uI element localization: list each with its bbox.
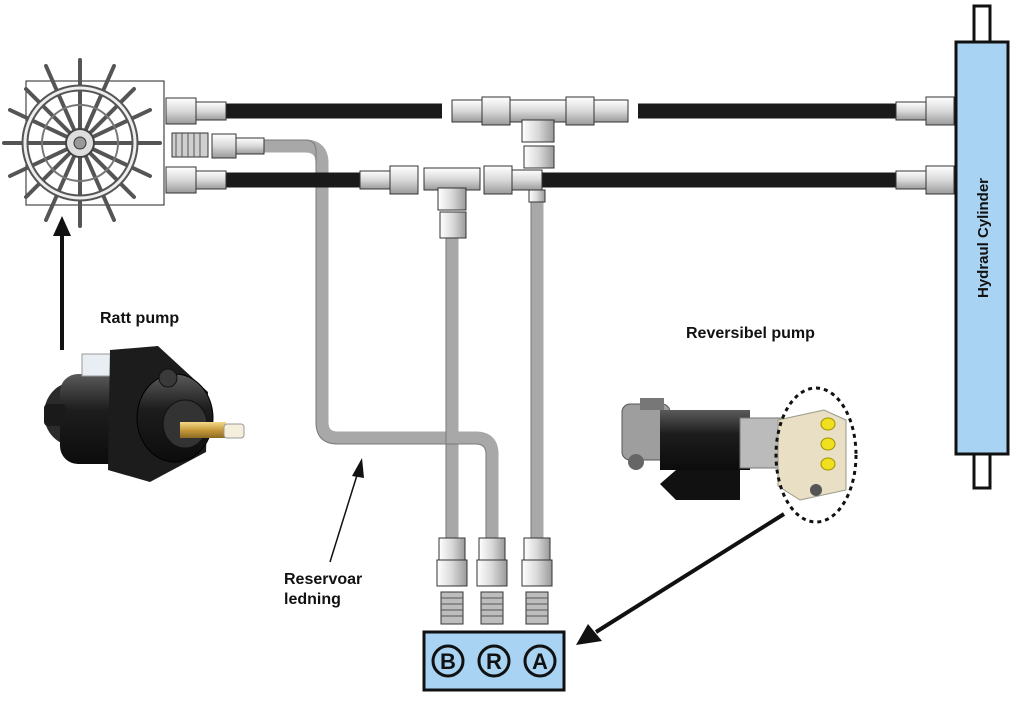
port-b: B [431,644,465,678]
hydraulic-cylinder-icon: Hydraul Cylinder [954,4,1010,490]
reversibel-pump-label: Reversibel pump [686,325,815,342]
reservoir-label-line2: ledning [284,591,341,608]
reservoir-line [262,139,499,538]
reservoir-label-line1: Reservoar [284,571,362,588]
valve-to-ports-arrow [576,512,786,645]
reversible-pump-icon [621,398,847,501]
valve-highlight [774,386,858,524]
port-a: A [523,644,557,678]
reservoir-arrow [329,458,364,563]
pressure-hoses [226,103,896,188]
port-block: B R A [422,630,566,692]
helm-pump-icon [44,346,245,482]
ratt-pump-label: Ratt pump [100,310,179,327]
fittings [165,96,955,239]
steering-wheel-icon [2,58,165,228]
port-a-label: A [532,649,548,674]
ratt-pump-arrow [53,216,71,350]
reservoir-hoses [262,139,544,540]
cylinder-label: Hydraul Cylinder [975,178,992,298]
port-fittings [436,537,553,625]
port-r: R [477,644,511,678]
port-r-label: R [486,649,502,674]
port-b-label: B [440,649,456,674]
